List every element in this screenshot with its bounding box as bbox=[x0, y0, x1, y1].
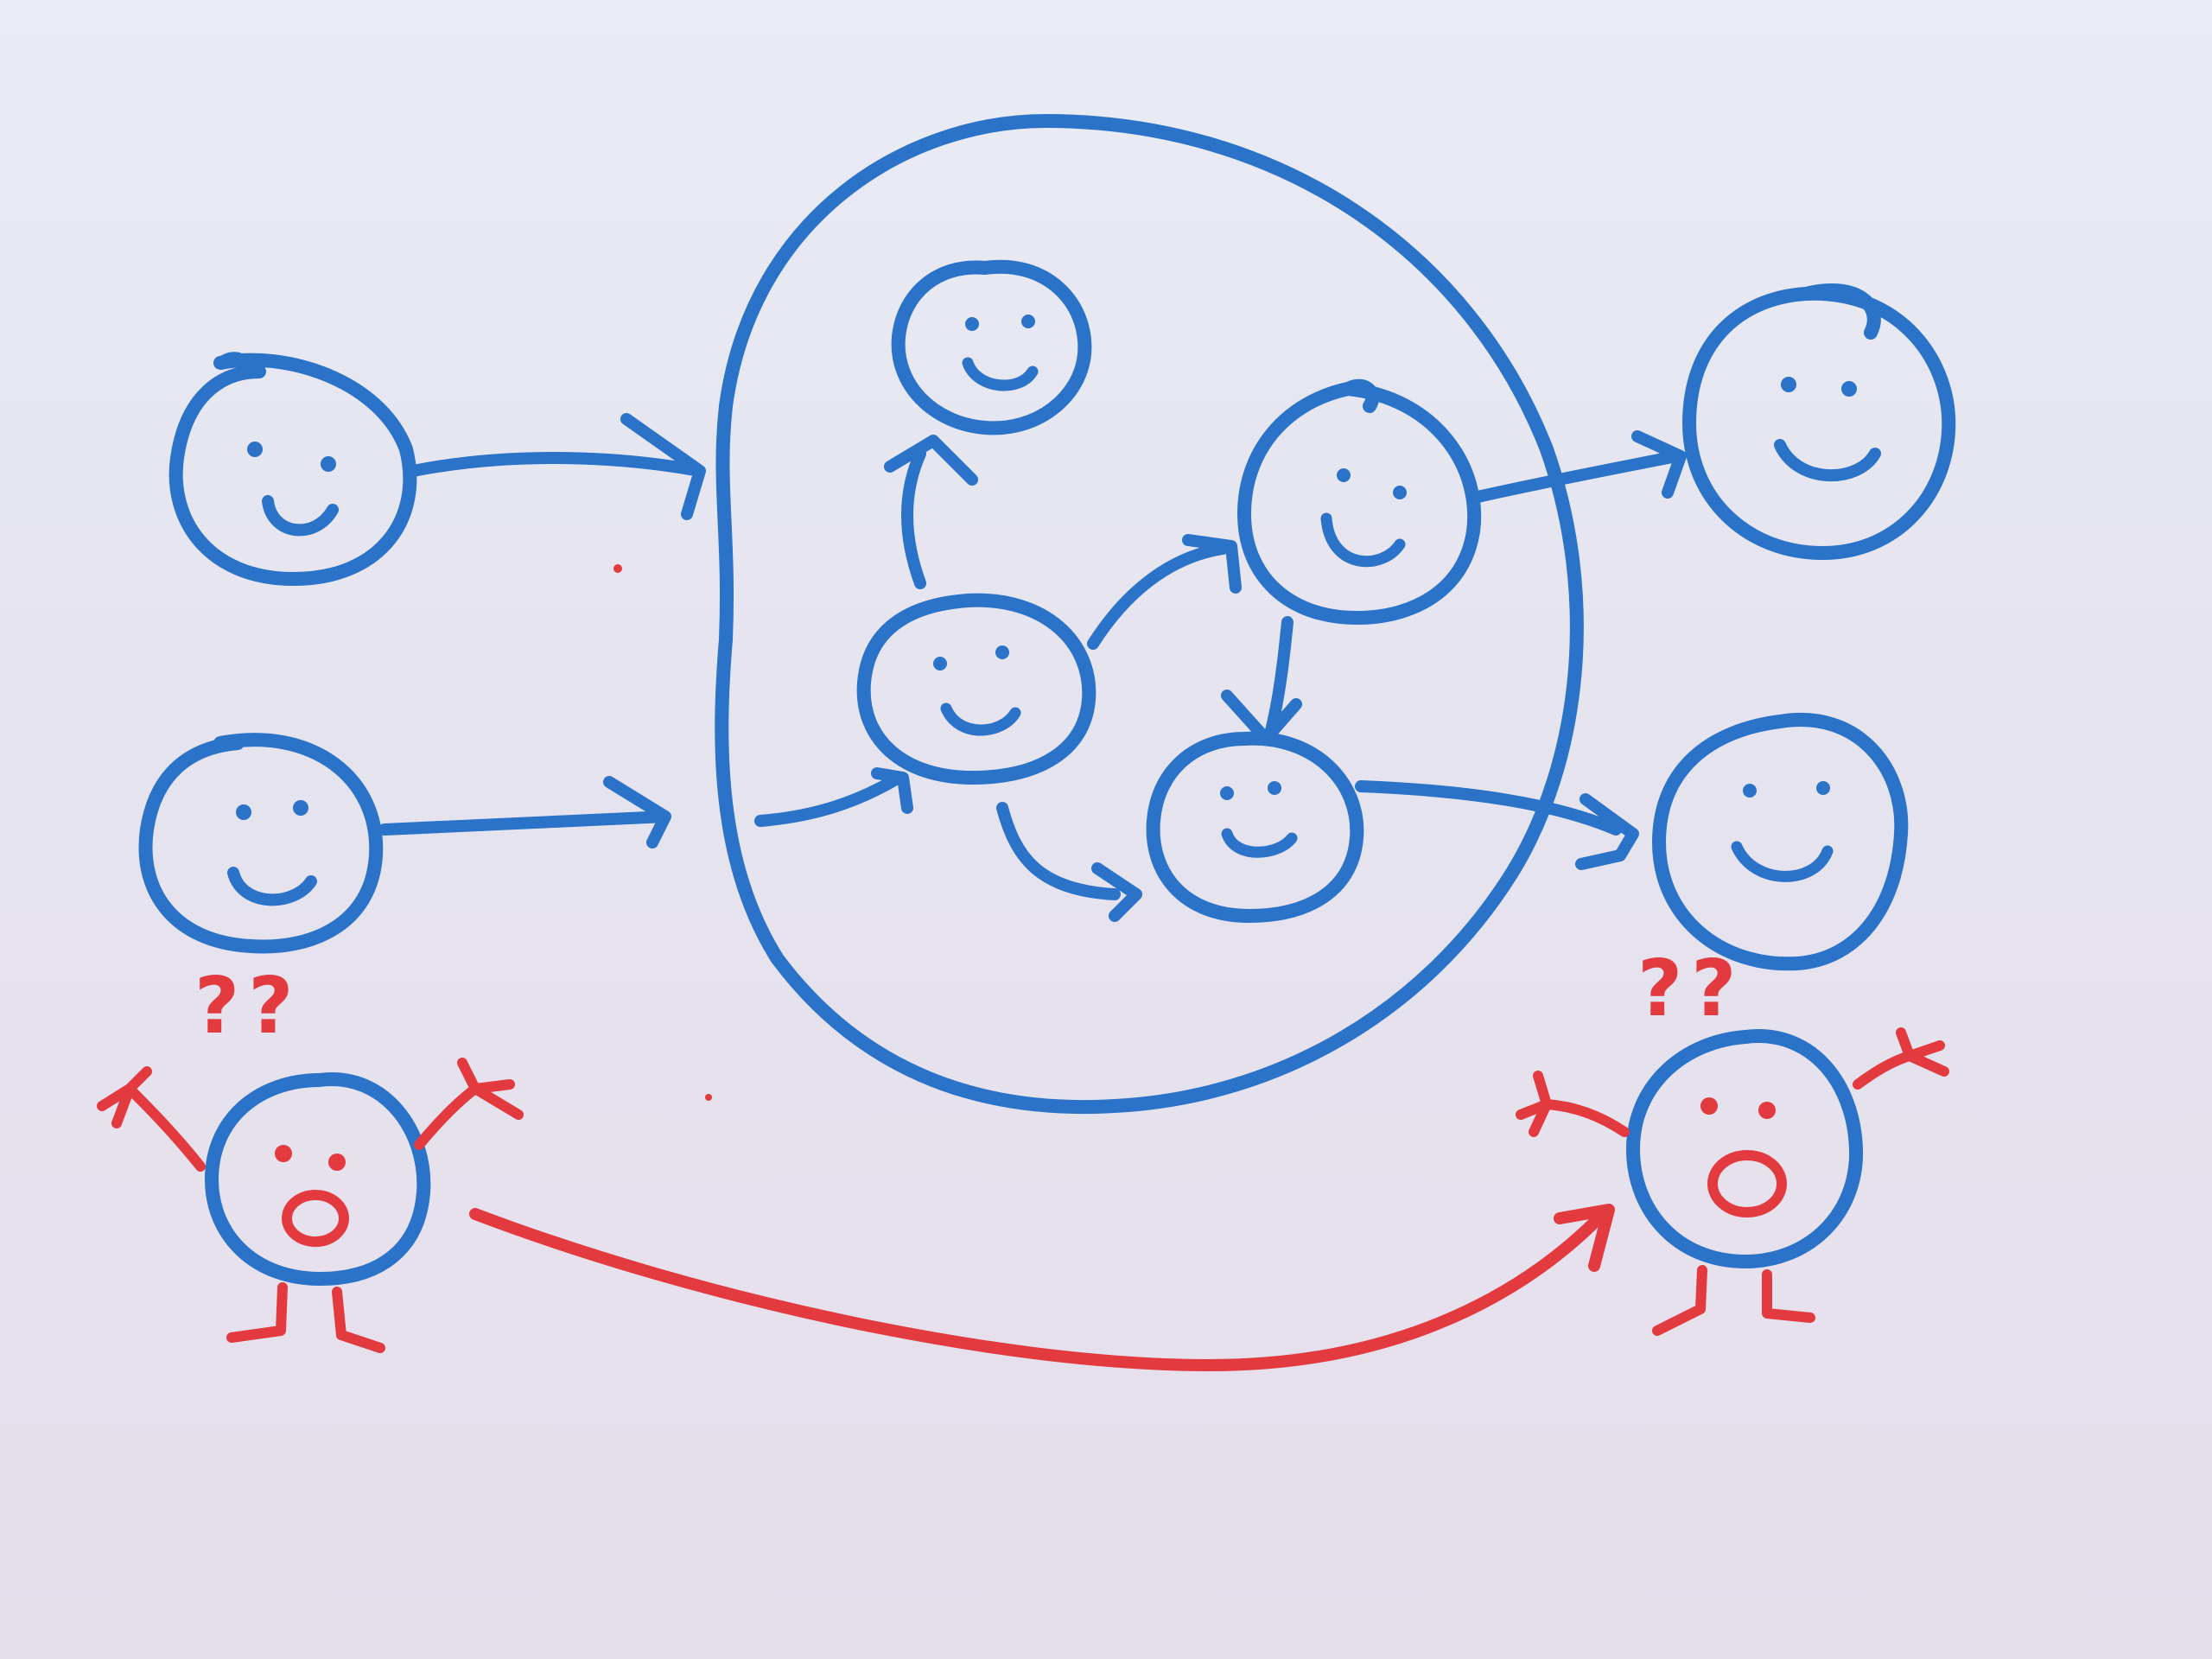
smiley-inner-top bbox=[891, 259, 1092, 435]
red-arrow-left-to-right bbox=[469, 1204, 1615, 1371]
arrow-inner-center-to-inner-right-top bbox=[1087, 534, 1242, 650]
right-question-marks: ?? bbox=[1637, 944, 1745, 1034]
left-question-marks: ?? bbox=[194, 961, 302, 1052]
arrow-inner-right-bottom-to-right-middle bbox=[1355, 780, 1639, 870]
arrow-left-top-to-group bbox=[407, 413, 706, 520]
smiley-left-middle bbox=[138, 733, 384, 954]
arrow-left-middle-to-group bbox=[378, 776, 671, 849]
smiley-inner-center bbox=[856, 593, 1096, 785]
arrow-inner-center-to-inner-right-bottom bbox=[996, 802, 1142, 922]
smiley-inner-right-top bbox=[1237, 378, 1482, 625]
smiley-right-top bbox=[1682, 283, 1956, 560]
arrow-entry-to-inner-center bbox=[754, 767, 913, 827]
smiley-right-middle bbox=[1652, 713, 1909, 971]
arrow-inner-right-top-to-right-top bbox=[1471, 430, 1687, 503]
smiley-left-top bbox=[168, 352, 417, 586]
confused-person-left: ?? bbox=[97, 961, 524, 1353]
stray-red-dot bbox=[705, 1094, 712, 1101]
arrow-inner-center-to-inner-top bbox=[884, 435, 978, 589]
smiley-inner-right-bottom bbox=[1146, 731, 1364, 923]
stray-red-dot bbox=[613, 564, 622, 573]
arrow-inner-right-top-to-inner-right-bottom bbox=[1221, 616, 1302, 745]
confused-person-right: ?? bbox=[1516, 944, 1949, 1336]
group-boundary-circle bbox=[715, 114, 1584, 1114]
